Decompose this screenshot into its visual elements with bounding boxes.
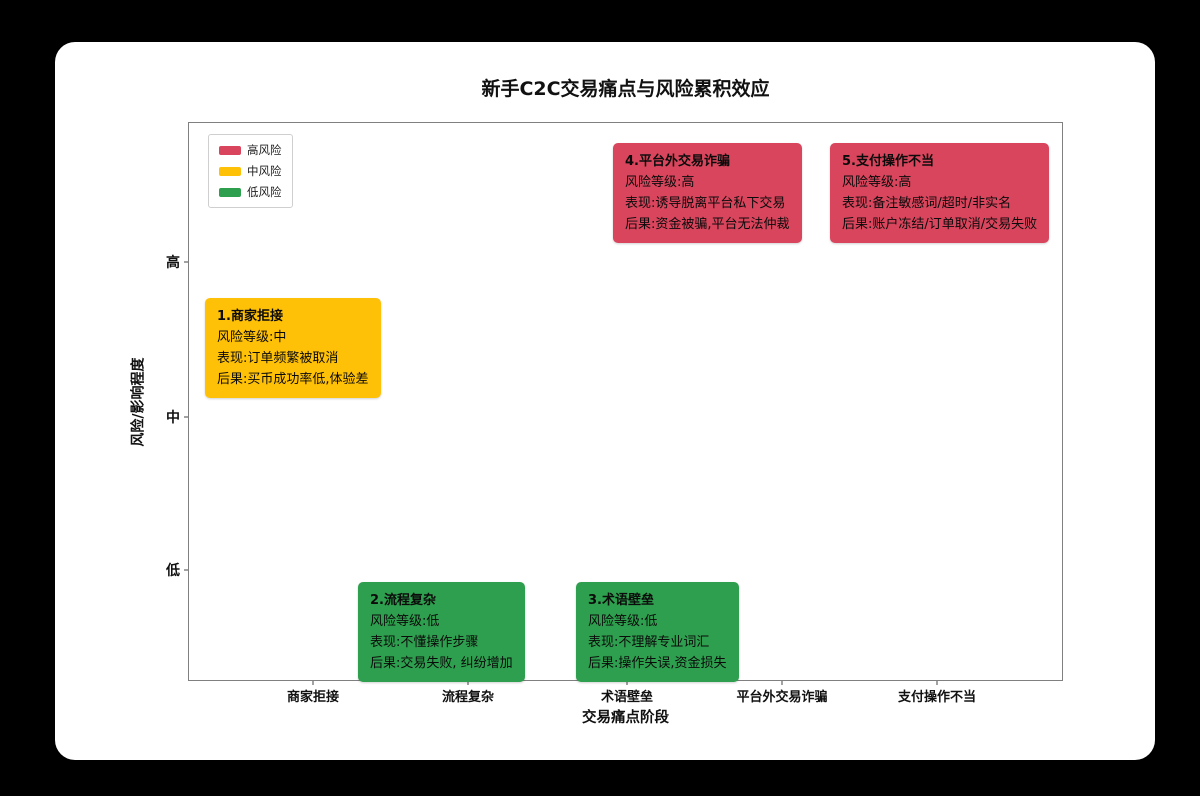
legend-label: 高风险: [247, 143, 282, 157]
x-tick-label: 流程复杂: [441, 690, 495, 705]
x-tick-label: 商家拒接: [286, 690, 340, 705]
annotation-box-4: 4.平台外交易诈骗风险等级:高表现:诱导脱离平台私下交易后果:资金被骗,平台无法…: [613, 143, 802, 244]
annotation-line: 风险等级:高: [625, 175, 695, 191]
annotation-line: 表现:订单频繁被取消: [217, 351, 339, 367]
annotation-line: 风险等级:低: [370, 614, 440, 630]
legend-item: 中风险: [219, 163, 282, 179]
chart-title: 新手C2C交易痛点与风险累积效应: [481, 78, 770, 100]
annotation-title: 4.平台外交易诈骗: [625, 154, 730, 169]
annotation-line: 表现:不懂操作步骤: [370, 635, 479, 651]
annotation-line: 风险等级:高: [842, 175, 912, 191]
annotation-title: 1.商家拒接: [217, 309, 283, 324]
annotation-line: 表现:不理解专业词汇: [588, 635, 710, 651]
x-tick-label: 支付操作不当: [897, 690, 977, 705]
legend-item: 低风险: [219, 184, 282, 200]
annotation-line: 表现:备注敏感词/超时/非实名: [842, 196, 1012, 212]
annotation-title: 2.流程复杂: [370, 593, 436, 608]
x-tick-label: 术语壁垒: [600, 690, 654, 705]
legend-label: 低风险: [247, 185, 282, 199]
legend: 高风险中风险低风险: [208, 134, 293, 208]
legend-item: 高风险: [219, 142, 282, 158]
y-tick-label: 中: [166, 410, 180, 426]
y-axis-title: 风险/影响程度: [131, 356, 147, 447]
legend-label: 中风险: [247, 164, 282, 178]
x-tick-label: 平台外交易诈骗: [736, 690, 828, 705]
annotation-line: 风险等级:中: [217, 330, 287, 346]
annotation-box-3: 3.术语壁垒风险等级:低表现:不理解专业词汇后果:操作失误,资金损失: [576, 582, 739, 683]
annotation-line: 表现:诱导脱离平台私下交易: [625, 196, 786, 212]
annotation-line: 后果:账户冻结/订单取消/交易失败: [842, 217, 1038, 233]
annotation-line: 后果:买币成功率低,体验差: [217, 372, 369, 388]
y-tick-label: 低: [166, 563, 180, 579]
annotation-box-5: 5.支付操作不当风险等级:高表现:备注敏感词/超时/非实名后果:账户冻结/订单取…: [830, 143, 1050, 244]
legend-swatch-icon: [219, 187, 241, 197]
y-tick-label: 高: [166, 255, 180, 271]
annotation-line: 后果:交易失败, 纠纷增加: [370, 656, 513, 672]
annotation-line: 后果:操作失误,资金损失: [588, 656, 727, 672]
x-axis-title: 交易痛点阶段: [582, 710, 669, 726]
legend-swatch-icon: [219, 166, 241, 176]
legend-swatch-icon: [219, 145, 241, 155]
annotation-box-1: 1.商家拒接风险等级:中表现:订单频繁被取消后果:买币成功率低,体验差: [205, 298, 381, 399]
annotation-box-2: 2.流程复杂风险等级:低表现:不懂操作步骤后果:交易失败, 纠纷增加: [358, 582, 525, 683]
annotation-line: 风险等级:低: [588, 614, 658, 630]
annotation-line: 后果:资金被骗,平台无法仲裁: [625, 217, 790, 233]
annotation-title: 3.术语壁垒: [588, 593, 654, 608]
annotation-title: 5.支付操作不当: [842, 154, 934, 169]
